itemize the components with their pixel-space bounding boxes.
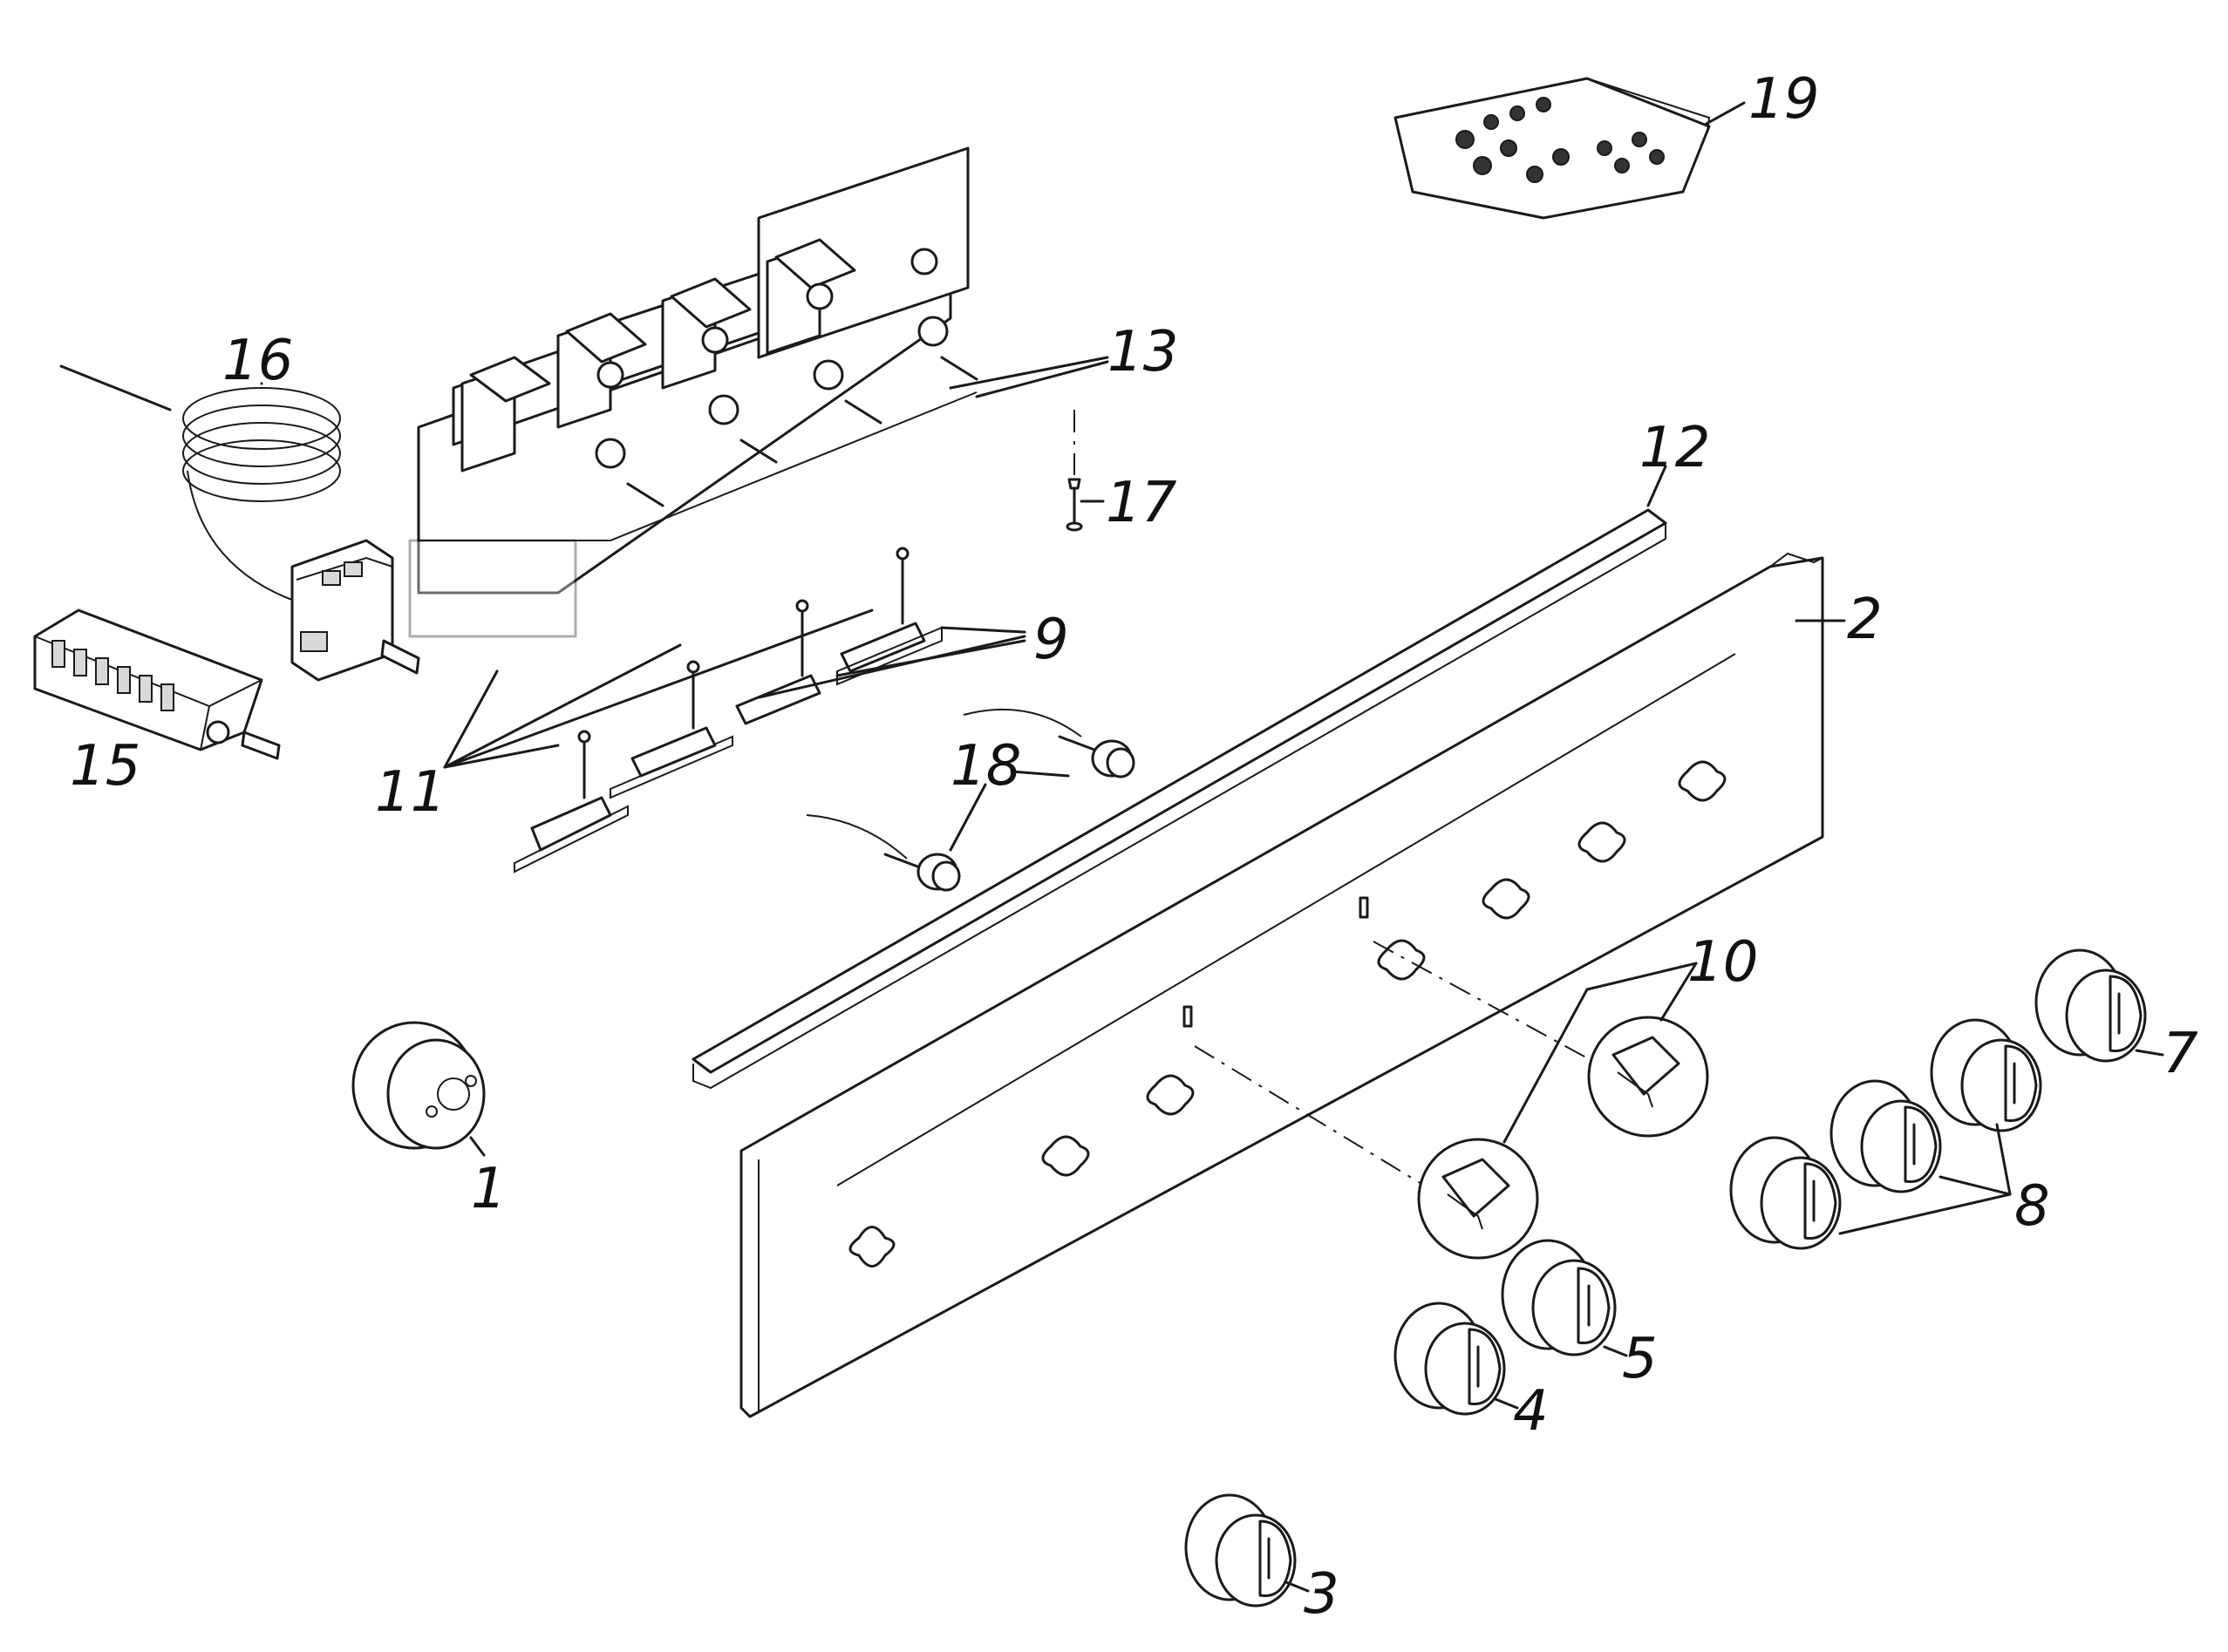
- lamp-holders-10: [1417, 1016, 1709, 1260]
- screw-bag-19: [1393, 77, 1711, 220]
- label-2: 2: [1847, 588, 1883, 652]
- leader-11b: [443, 643, 682, 769]
- valves-11: [514, 547, 943, 874]
- label-7: 7: [2163, 1022, 2198, 1086]
- leader-13b: [975, 360, 1109, 398]
- leader-18b: [949, 783, 987, 852]
- leader-9c: [835, 639, 1026, 677]
- leader-12: [1646, 465, 1667, 507]
- leader-11c: [443, 608, 874, 769]
- leader-9a: [940, 626, 1026, 634]
- label-10: 10: [1687, 930, 1758, 995]
- label-15: 15: [70, 734, 140, 799]
- leader-9b: [757, 635, 1026, 699]
- label-11: 11: [375, 760, 446, 825]
- leader-8a: [1838, 1193, 2012, 1235]
- leader-10b: [1585, 962, 1698, 991]
- trim-strip-12: [692, 508, 1667, 1090]
- leader-10c: [1502, 988, 1589, 1144]
- thermostat-16: [59, 364, 420, 682]
- label-19: 19: [1748, 67, 1819, 132]
- leader-3: [1284, 1581, 1310, 1593]
- label-17: 17: [1106, 471, 1177, 535]
- label-18: 18: [950, 734, 1021, 799]
- knobs-8: [1729, 1018, 2042, 1250]
- knob-3: [1184, 1493, 1297, 1608]
- control-panel-2: [739, 552, 1824, 1418]
- multiswitch-15: [33, 608, 281, 760]
- label-13: 13: [1107, 320, 1178, 384]
- leader-1: [469, 1136, 486, 1157]
- valve-housing-13: [408, 146, 978, 638]
- leader-4: [1494, 1397, 1519, 1410]
- knob-5: [1501, 1239, 1617, 1356]
- axis-10b: [1373, 941, 1614, 1073]
- label-8: 8: [2014, 1174, 2050, 1239]
- leader-11a: [443, 670, 499, 769]
- leader-19: [1703, 101, 1746, 126]
- leader-5: [1603, 1345, 1628, 1357]
- leader-10a: [1659, 962, 1698, 1022]
- axis-10a: [1194, 1045, 1440, 1195]
- indicator-lamps-18: [806, 708, 1135, 892]
- leader-8c: [1995, 1123, 2012, 1196]
- label-12: 12: [1639, 416, 1710, 480]
- label-3: 3: [1304, 1562, 1339, 1627]
- label-4: 4: [1513, 1379, 1549, 1444]
- label-5: 5: [1622, 1327, 1658, 1391]
- leader-18a: [1010, 770, 1070, 778]
- pin-17: [1066, 478, 1083, 532]
- label-1: 1: [471, 1157, 507, 1221]
- leader-13a: [949, 356, 1109, 390]
- label-9: 9: [1033, 608, 1069, 672]
- leader-11d: [443, 744, 560, 769]
- knob-7: [2034, 948, 2147, 1063]
- label-16: 16: [222, 329, 293, 393]
- knob-4: [1393, 1302, 1506, 1416]
- leader-8b: [1938, 1175, 2012, 1196]
- leader-7: [2135, 1049, 2164, 1057]
- knob-1: [351, 1021, 486, 1150]
